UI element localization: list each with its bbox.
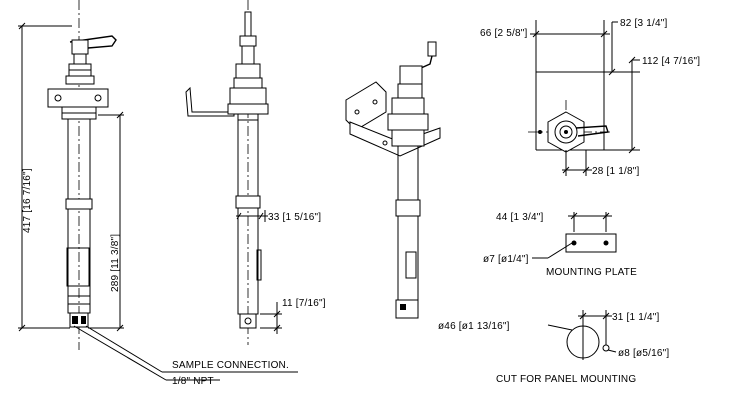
front-view: 417 [16 7/16"] 289 [11 3/8"] SAMPLE CONN… (18, 0, 298, 387)
npt-label: 1/8" NPT (172, 376, 214, 387)
center-offset-dim: 28 [1 1/8"] (592, 166, 639, 177)
top-offset-dim: 82 [3 1/4"] (620, 18, 667, 29)
isometric-view (345, 41, 441, 319)
tube-diameter-dim: 33 [1 5/16"] (268, 212, 321, 223)
tip-length-dim: 11 [7/16"] (282, 298, 326, 309)
hole-spacing-dim: 44 [1 3/4"] (496, 212, 543, 223)
hole-diameter-dim: ø7 [ø1/4"] (483, 254, 529, 265)
plate-height-dim: 112 [4 7/16"] (642, 56, 700, 67)
top-view: 66 [2 5/8"] 82 [3 1/4"] 112 [4 7/16"] 28… (480, 18, 700, 177)
cutout-offset-dim: 31 [1 1/4"] (612, 312, 659, 323)
cutout-diameter-dim: ø46 [ø1 13/16"] (438, 321, 510, 332)
pin-diameter-dim: ø8 [ø5/16"] (618, 348, 669, 359)
sample-connection-label: SAMPLE CONNECTION. (172, 360, 289, 371)
overall-height-dim: 417 [16 7/16"] (22, 168, 33, 233)
mounting-plate-label: MOUNTING PLATE (546, 267, 637, 278)
panel-cut-label: CUT FOR PANEL MOUNTING (496, 374, 636, 385)
probe-length-dim: 289 [11 3/8"] (110, 234, 121, 292)
side-view: 33 [1 5/16"] 11 [7/16"] (185, 0, 326, 345)
mounting-plate-detail: 44 [1 3/4"] ø7 [ø1/4"] MOUNTING PLATE (483, 212, 637, 278)
plate-width-dim: 66 [2 5/8"] (480, 28, 527, 39)
panel-cutout-detail: 31 [1 1/4"] ø46 [ø1 13/16"] ø8 [ø5/16"] … (438, 310, 669, 385)
